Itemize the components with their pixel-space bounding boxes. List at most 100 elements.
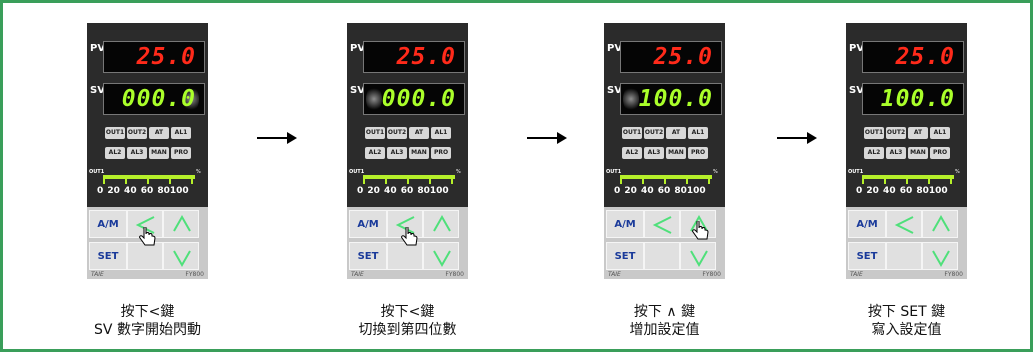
blank-key xyxy=(886,242,922,270)
indicator-at: AT xyxy=(409,127,429,139)
set-key[interactable]: SET xyxy=(606,242,644,270)
down-key[interactable] xyxy=(922,242,958,270)
indicator-al2: AL2 xyxy=(622,147,642,159)
pv-display: 25.0 xyxy=(363,41,465,73)
sv-label: SV xyxy=(849,85,864,96)
chevron-down-icon xyxy=(932,250,950,268)
indicator-al3: AL3 xyxy=(886,147,906,159)
keypad: A/M SET TAIE FY800 xyxy=(846,207,967,279)
indicator-al2: AL2 xyxy=(365,147,385,159)
indicator-al1: AL1 xyxy=(431,127,451,139)
output-ticks xyxy=(103,179,195,184)
pv-display: 25.0 xyxy=(620,41,722,73)
blink-highlight xyxy=(183,86,199,112)
controller-3: PV 25.0 SV 100.0 OUT1 OUT2 AT AL1 AL2 AL… xyxy=(604,23,725,279)
arrow-right-icon xyxy=(257,132,297,144)
sv-display: 000.0 xyxy=(103,83,205,115)
chevron-down-icon xyxy=(433,250,451,268)
chevron-down-icon xyxy=(690,250,708,268)
controller-4: PV 25.0 SV 100.0 OUT1 OUT2 AT AL1 AL2 AL… xyxy=(846,23,967,279)
step-caption: 按下 ∧ 鍵 增加設定值 xyxy=(604,303,725,339)
indicator-al2: AL2 xyxy=(105,147,125,159)
set-key[interactable]: SET xyxy=(848,242,886,270)
indicator-at: AT xyxy=(666,127,686,139)
chevron-left-icon xyxy=(652,216,672,234)
am-key[interactable]: A/M xyxy=(349,210,387,238)
controller-1: PV 25.0 SV 000.0 OUT1 OUT2 AT AL1 AL2 AL… xyxy=(87,23,208,279)
sv-value: 000.0 xyxy=(381,86,456,112)
brand-label: TAIE xyxy=(608,271,621,278)
keypad: A/M SET TAIE FY800 xyxy=(604,207,725,279)
controller-2: PV 25.0 SV 000.0 OUT1 OUT2 AT AL1 AL2 AL… xyxy=(347,23,468,279)
arrow-right-icon xyxy=(777,132,817,144)
indicator-al1: AL1 xyxy=(930,127,950,139)
sv-display: 100.0 xyxy=(862,83,964,115)
indicator-out1: OUT1 xyxy=(365,127,385,139)
sv-value: 100.0 xyxy=(880,86,955,112)
up-key[interactable] xyxy=(922,210,958,238)
controller-display: PV 25.0 SV 100.0 OUT1 OUT2 AT AL1 AL2 AL… xyxy=(604,23,725,207)
indicator-man: MAN xyxy=(149,147,169,159)
controller-display: PV 25.0 SV 000.0 OUT1 OUT2 AT AL1 AL2 AL… xyxy=(87,23,208,207)
indicator-out2: OUT2 xyxy=(127,127,147,139)
caption-line-2: 切換到第四位數 xyxy=(358,322,457,338)
set-key[interactable]: SET xyxy=(349,242,387,270)
indicator-al3: AL3 xyxy=(644,147,664,159)
down-key[interactable] xyxy=(423,242,459,270)
caption-line-2: 寫入設定值 xyxy=(871,322,942,338)
output-scale: 0 20 40 60 80100 xyxy=(614,186,706,196)
caption-line-1: 按下 ∧ 鍵 xyxy=(633,304,696,320)
left-key[interactable] xyxy=(886,210,922,238)
chevron-up-icon xyxy=(690,214,708,232)
am-key[interactable]: A/M xyxy=(89,210,127,238)
blank-key xyxy=(644,242,680,270)
model-label: FY800 xyxy=(944,271,963,278)
hand-pointer-icon xyxy=(401,227,418,246)
hand-pointer-icon xyxy=(692,221,709,240)
percent-sign: % xyxy=(713,169,718,175)
output-bar xyxy=(620,175,712,179)
down-key[interactable] xyxy=(163,242,199,270)
model-label: FY800 xyxy=(445,271,464,278)
indicator-al2: AL2 xyxy=(864,147,884,159)
brand-label: TAIE xyxy=(351,271,364,278)
output-ticks xyxy=(363,179,455,184)
brand-label: TAIE xyxy=(850,271,863,278)
chevron-left-icon xyxy=(395,216,415,234)
indicator-out1: OUT1 xyxy=(864,127,884,139)
sv-label: SV xyxy=(90,85,105,96)
indicator-pro: PRO xyxy=(431,147,451,159)
step-4: PV 25.0 SV 100.0 OUT1 OUT2 AT AL1 AL2 AL… xyxy=(846,3,1006,349)
am-key[interactable]: A/M xyxy=(848,210,886,238)
up-key[interactable] xyxy=(423,210,459,238)
controller-display: PV 25.0 SV 000.0 OUT1 OUT2 AT AL1 AL2 AL… xyxy=(347,23,468,207)
output-label: OUT1 xyxy=(606,169,622,175)
pv-label: PV xyxy=(350,43,366,54)
indicator-out2: OUT2 xyxy=(644,127,664,139)
step-3: PV 25.0 SV 100.0 OUT1 OUT2 AT AL1 AL2 AL… xyxy=(604,3,764,349)
chevron-up-icon xyxy=(932,214,950,232)
output-label: OUT1 xyxy=(349,169,365,175)
pv-value: 25.0 xyxy=(136,44,196,70)
am-key[interactable]: A/M xyxy=(606,210,644,238)
set-key[interactable]: SET xyxy=(89,242,127,270)
chevron-up-icon xyxy=(433,214,451,232)
down-key[interactable] xyxy=(680,242,716,270)
up-key[interactable] xyxy=(163,210,199,238)
indicator-at: AT xyxy=(149,127,169,139)
arrow-right-icon xyxy=(527,132,567,144)
indicator-out2: OUT2 xyxy=(886,127,906,139)
sv-display: 100.0 xyxy=(620,83,722,115)
keypad: A/M SET TAIE FY800 xyxy=(87,207,208,279)
pv-value: 25.0 xyxy=(396,44,456,70)
pv-label: PV xyxy=(607,43,623,54)
caption-line-1: 按下 SET 鍵 xyxy=(867,304,946,320)
pv-label: PV xyxy=(90,43,106,54)
indicator-al1: AL1 xyxy=(171,127,191,139)
percent-sign: % xyxy=(196,169,201,175)
left-key[interactable] xyxy=(644,210,680,238)
blink-highlight xyxy=(623,86,639,112)
pv-display: 25.0 xyxy=(862,41,964,73)
sv-value: 100.0 xyxy=(638,86,713,112)
